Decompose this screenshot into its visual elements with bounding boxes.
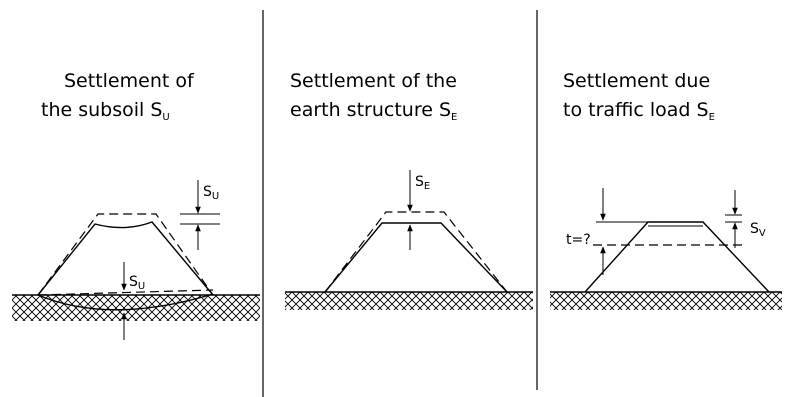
original-base-line [37, 289, 214, 296]
ground-hatch [285, 292, 533, 310]
ground-hatch [12, 295, 260, 321]
panel-earth-structure: Settlement of the earth structure SE SE [285, 70, 533, 310]
panel-earth-title-line1: Settlement of the [290, 70, 457, 92]
settled-subsoil-curve [37, 293, 214, 311]
panel-traffic-load: Settlement due to traffic load SE t=? SV [550, 70, 782, 310]
unknown-thickness-label: t=? [566, 232, 591, 248]
panel-subsoil-title-line2: the subsoil SU [41, 99, 170, 123]
panel-traffic-title-line1: Settlement due [563, 70, 710, 92]
original-embankment-outline [37, 213, 214, 296]
ground-hatch [550, 292, 782, 310]
settlement-label-su-top: SU [203, 184, 219, 202]
panel-subsoil-title-line1: Settlement of [64, 70, 195, 92]
settlement-label-sv: SV [750, 221, 766, 239]
embankment-outline [584, 221, 770, 293]
settled-embankment-outline [37, 221, 214, 296]
original-embankment-outline [324, 211, 508, 293]
settlement-label-su-mid: SU [129, 274, 145, 292]
panel-earth-title-line2: earth structure SE [290, 99, 457, 123]
panel-traffic-title-line2: to traffic load SE [563, 99, 715, 123]
panel-subsoil: Settlement of the subsoil SU SU SU [12, 70, 260, 340]
settlement-label-se: SE [415, 174, 430, 192]
